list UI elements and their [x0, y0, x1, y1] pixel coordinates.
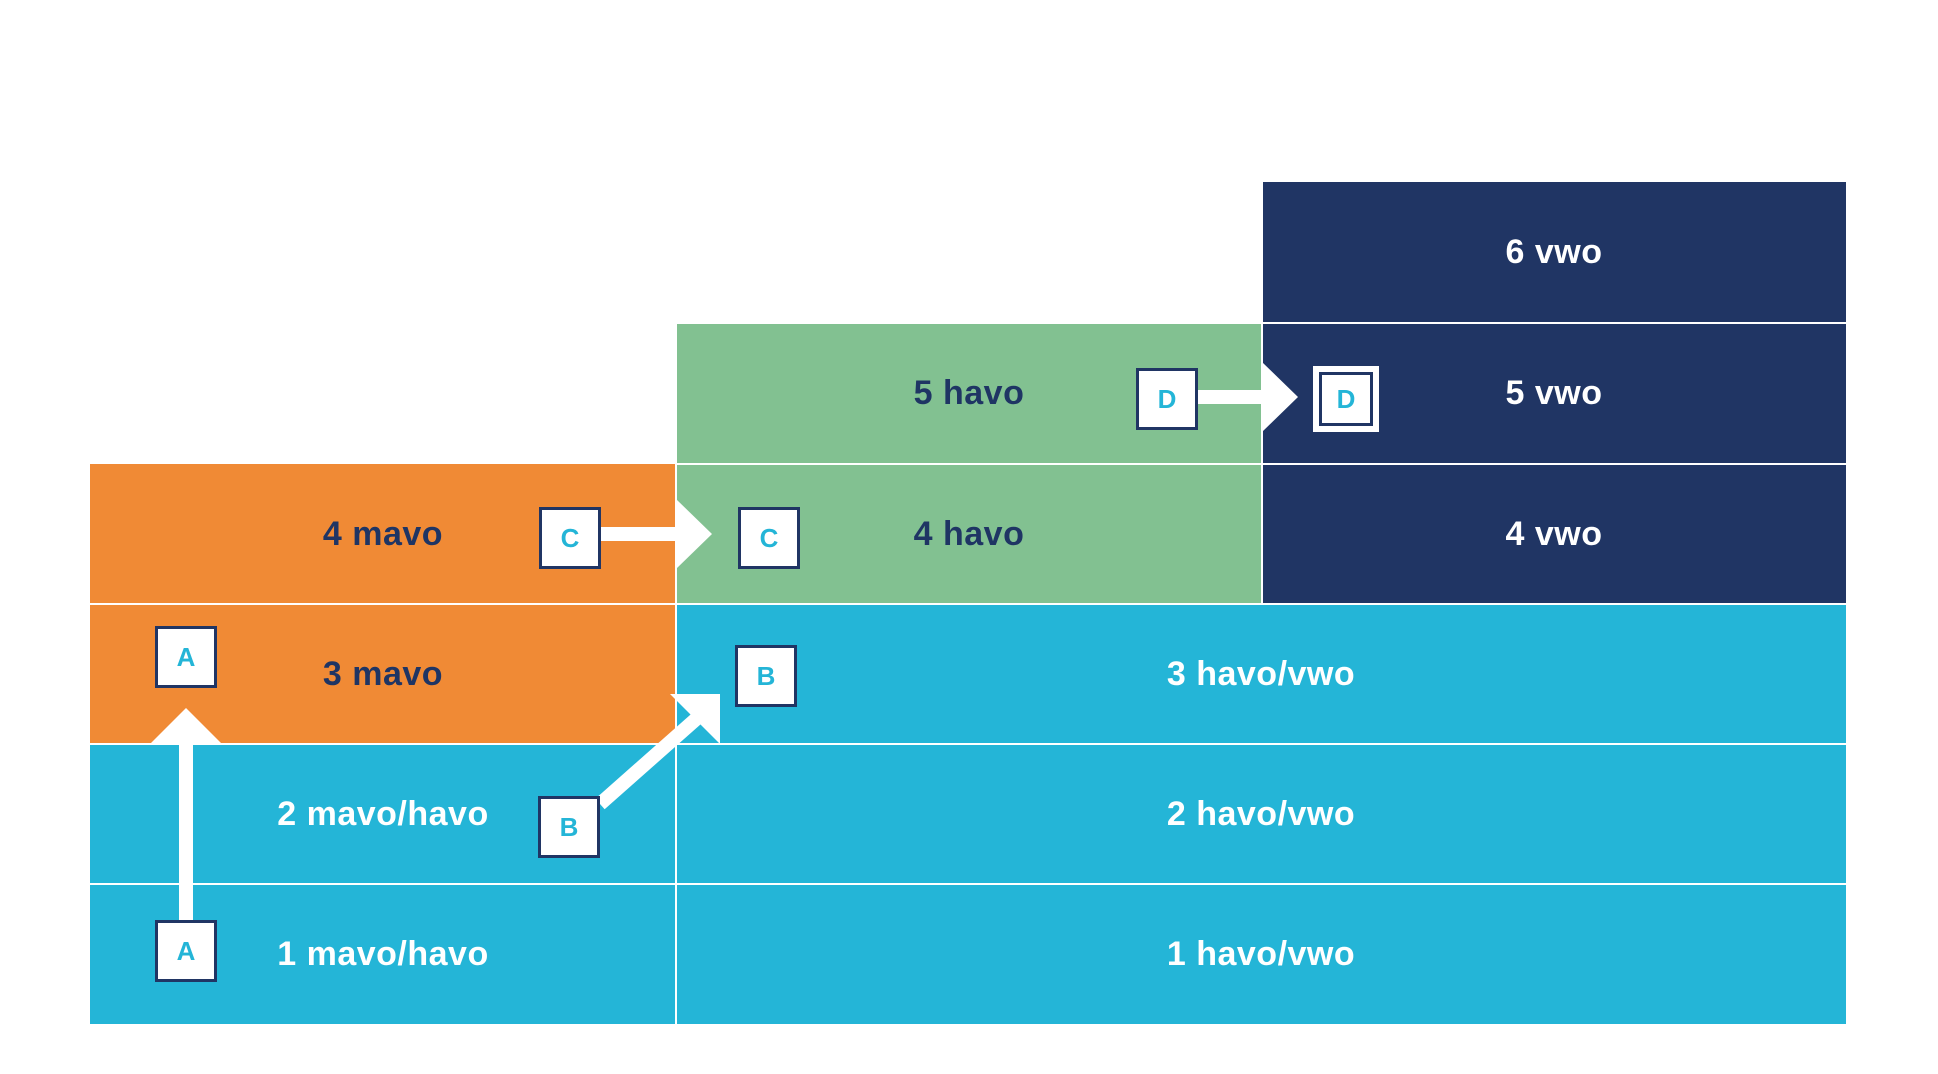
cell-4-vwo: 4 vwo: [1262, 464, 1846, 604]
cell-label: 6 vwo: [1505, 233, 1603, 271]
cell-label: 5 havo: [913, 374, 1025, 412]
divider-line: [675, 323, 677, 1024]
cell-label: 5 vwo: [1505, 374, 1603, 412]
cell-label: 4 havo: [913, 514, 1025, 553]
marker-c-end: C: [738, 507, 800, 569]
marker-a-start: A: [155, 920, 217, 982]
marker-b-start: B: [538, 796, 600, 858]
cell-label: 4 vwo: [1505, 514, 1603, 553]
divider-line: [90, 743, 1846, 745]
marker-d-end: D: [1313, 366, 1379, 432]
marker-b-end: B: [735, 645, 797, 707]
cell-6-vwo: 6 vwo: [1262, 182, 1846, 323]
cell-label: 3 havo/vwo: [1166, 654, 1356, 693]
cell-3-havo-vwo: 3 havo/vwo: [676, 604, 1846, 744]
cell-1-havo-vwo: 1 havo/vwo: [676, 884, 1846, 1024]
marker-a-end: A: [155, 626, 217, 688]
cell-label: 2 mavo/havo: [277, 794, 489, 833]
cell-label: 1 mavo/havo: [277, 934, 489, 973]
cell-label: 4 mavo: [322, 514, 444, 553]
cell-label: 3 mavo: [322, 654, 444, 693]
divider-line: [90, 883, 1846, 885]
marker-c-start: C: [539, 507, 601, 569]
divider-line: [90, 603, 1846, 605]
cell-2-havo-vwo: 2 havo/vwo: [676, 744, 1846, 884]
divider-line: [1261, 182, 1263, 604]
cell-label: 1 havo/vwo: [1166, 934, 1356, 973]
marker-d-start: D: [1136, 368, 1198, 430]
cell-label: 2 havo/vwo: [1166, 794, 1356, 833]
